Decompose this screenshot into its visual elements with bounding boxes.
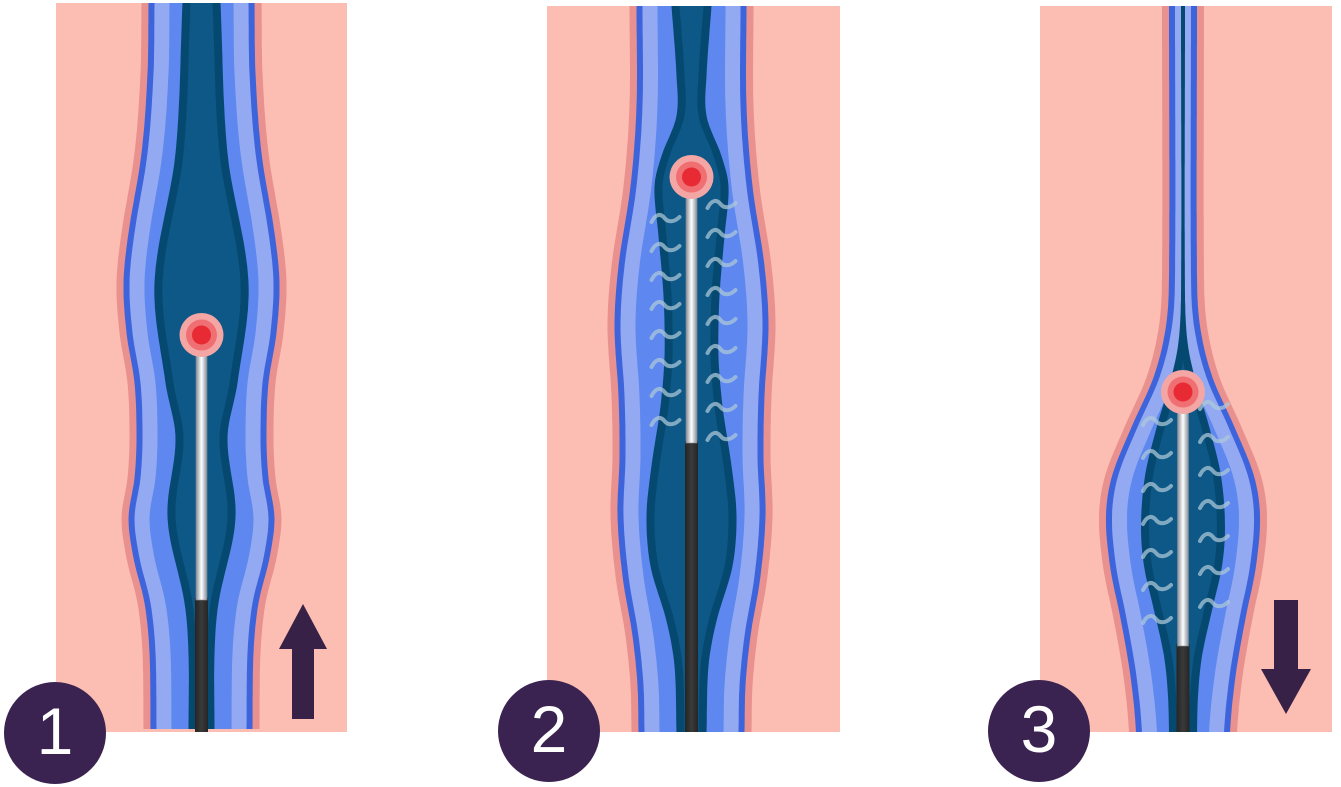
heat-wave-icon (1198, 564, 1230, 576)
heat-wave-icon (649, 299, 682, 311)
step-badge-3: 3 (988, 680, 1090, 782)
heat-wave-icon (649, 270, 682, 282)
step-number: 2 (530, 692, 568, 766)
vein-cross-section (56, 3, 347, 732)
heat-wave-icon (1141, 514, 1173, 526)
heat-wave-icon (1198, 399, 1230, 411)
heat-wave-icon (705, 314, 738, 326)
step-number: 3 (1020, 692, 1058, 766)
catheter-sheath (685, 441, 698, 732)
step-panel-1 (56, 3, 347, 732)
laser-fiber (685, 196, 698, 444)
heat-waves (649, 198, 738, 442)
heat-wave-icon (1198, 465, 1230, 477)
heat-wave-icon (649, 415, 682, 427)
tip-core (682, 167, 701, 187)
heat-wave-icon (1141, 481, 1173, 493)
heat-wave-icon (705, 198, 738, 210)
vein-cross-section (1040, 6, 1332, 732)
heat-wave-icon (1141, 547, 1173, 559)
step-panel-2 (547, 6, 840, 732)
step-badge-2: 2 (498, 680, 600, 782)
heat-wave-icon (705, 430, 738, 442)
heat-wave-icon (1141, 415, 1173, 427)
heat-wave-icon (1198, 498, 1230, 510)
step-number: 1 (36, 694, 74, 768)
vein-cross-section (547, 6, 840, 732)
heat-wave-icon (1141, 613, 1173, 625)
heat-wave-icon (649, 328, 682, 340)
heat-wave-icon (649, 357, 682, 369)
heat-wave-icon (1141, 448, 1173, 460)
catheter-tip (1161, 370, 1205, 414)
heat-wave-icon (705, 256, 738, 268)
heat-wave-icon (649, 212, 682, 224)
heat-wave-icon (705, 401, 738, 413)
laser-fiber (195, 354, 208, 601)
heat-wave-icon (1198, 531, 1230, 543)
tip-core (192, 325, 211, 345)
heat-wave-icon (1141, 580, 1173, 592)
heat-waves (1141, 399, 1230, 625)
step-badge-1: 1 (4, 682, 106, 784)
catheter-sheath (195, 598, 208, 732)
step-panel-3 (1040, 6, 1332, 732)
heat-wave-icon (649, 386, 682, 398)
heat-wave-icon (705, 285, 738, 297)
heat-wave-icon (705, 343, 738, 355)
heat-wave-icon (705, 227, 738, 239)
catheter-sheath (1176, 644, 1190, 732)
heat-wave-icon (649, 241, 682, 253)
catheter-tip (669, 155, 714, 199)
arrow-up-icon (279, 604, 327, 719)
vein-lumen-center (1149, 6, 1217, 732)
heat-wave-icon (705, 372, 738, 384)
heat-wave-icon (1198, 597, 1230, 609)
arrow-down-icon (1261, 600, 1311, 714)
heat-wave-icon (1198, 432, 1230, 444)
laser-fiber (1177, 411, 1189, 647)
catheter-tip (179, 313, 224, 357)
tip-core (1173, 382, 1193, 402)
